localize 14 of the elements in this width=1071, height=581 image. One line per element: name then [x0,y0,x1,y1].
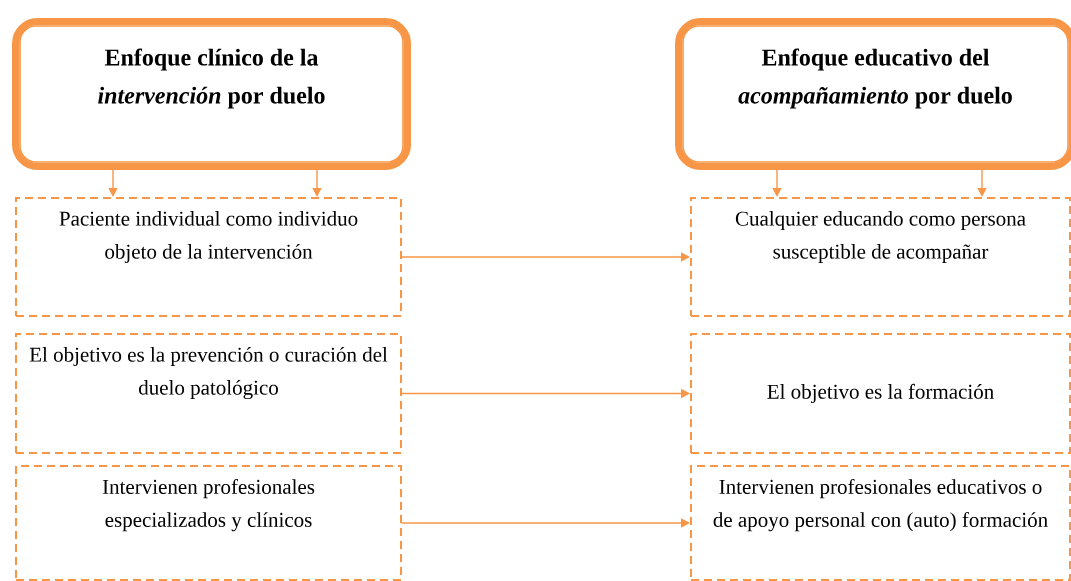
dashed-box: Cualquier educando como persona susceptible de acompañar [690,197,1071,317]
arrow [772,169,782,197]
arrow [401,252,690,262]
arrow [108,169,118,197]
arrow [312,169,322,197]
arrow [977,169,987,197]
arrow [401,518,690,528]
header-box: Enfoque clínico de la intervención por duelo [12,18,411,170]
dashed-box: Paciente individual como individuo objeto de la intervención [15,197,402,317]
dashed-box: El objetivo es la prevención o curación del duelo patológico [15,333,402,454]
header-box: Enfoque educativo del acompañamiento por duelo [675,18,1071,170]
dashed-box: El objetivo es la formación [690,333,1071,454]
dashed-box: Intervienen profesionales especializados y clínicos [15,465,402,581]
dashed-box: Intervienen profesionales educativos o de apoyo personal con (auto) formación [690,465,1071,581]
